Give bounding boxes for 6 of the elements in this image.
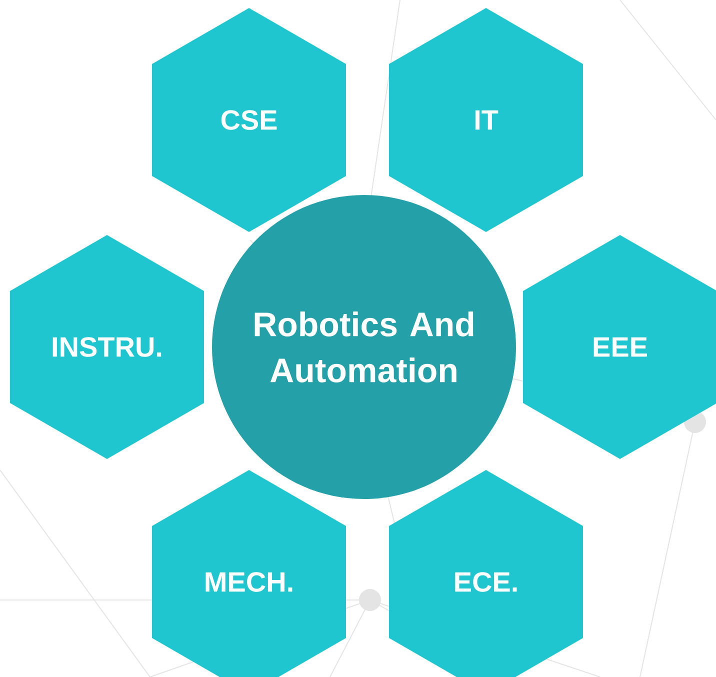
hexagon: CSE xyxy=(152,8,346,232)
hexagon: EEE xyxy=(523,235,716,459)
hexagon: ECE. xyxy=(389,470,583,677)
hexagon: MECH. xyxy=(152,470,346,677)
hexagon: IT xyxy=(389,8,583,232)
hexagon: INSTRU. xyxy=(10,235,204,459)
